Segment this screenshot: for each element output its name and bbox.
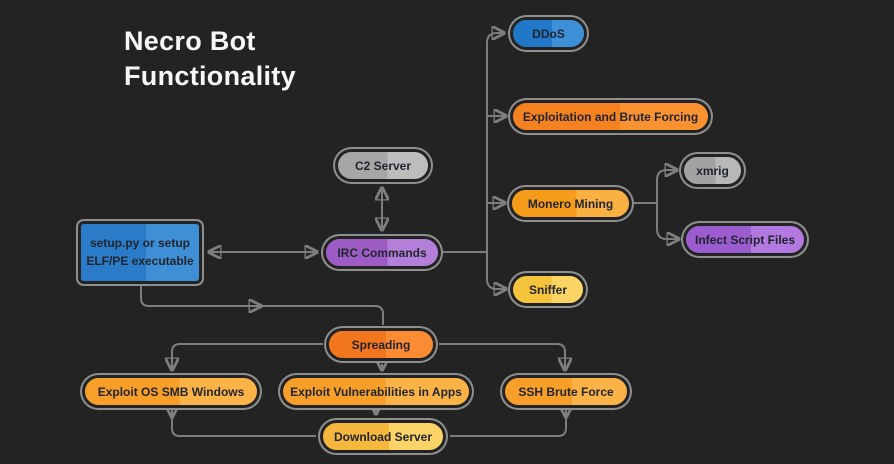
node-ssh-brute-force[interactable]: SSH Brute Force — [505, 378, 627, 405]
diagram-title: Necro Bot Functionality — [124, 26, 296, 92]
node-infect-script-files[interactable]: Infect Script Files — [686, 226, 804, 253]
node-spreading[interactable]: Spreading — [329, 331, 433, 358]
node-download-server[interactable]: Download Server — [323, 423, 443, 450]
node-c2-server[interactable]: C2 Server — [338, 152, 428, 179]
node-irc-commands[interactable]: IRC Commands — [326, 239, 438, 266]
node-sniffer[interactable]: Sniffer — [513, 276, 583, 303]
node-ddos[interactable]: DDoS — [513, 20, 584, 47]
node-xmrig[interactable]: xmrig — [684, 157, 741, 184]
node-exploit-os-smb-windows[interactable]: Exploit OS SMB Windows — [85, 378, 257, 405]
node-exploitation-and-brute-forcing[interactable]: Exploitation and Brute Forcing — [513, 103, 708, 130]
node-setup-executable[interactable]: setup.py or setup ELF/PE executable — [81, 224, 199, 281]
node-monero-mining[interactable]: Monero Mining — [512, 190, 629, 217]
node-exploit-vulnerabilities-in-apps[interactable]: Exploit Vulnerabilities in Apps — [283, 378, 469, 405]
